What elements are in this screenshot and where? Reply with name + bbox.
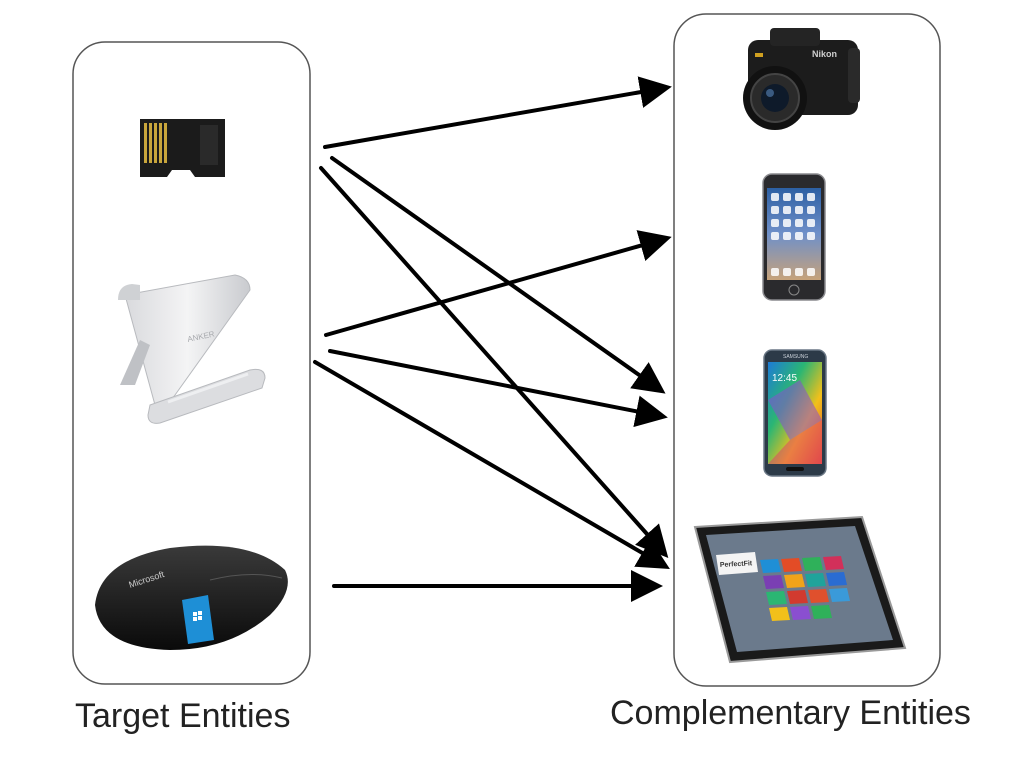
galaxy-time-label: 12:45 xyxy=(772,373,797,384)
tablet-tiles xyxy=(760,556,850,621)
iphone-image xyxy=(762,173,826,301)
camera-image: Nikon xyxy=(743,28,860,130)
surface-tablet-image: PerfectFit xyxy=(693,515,907,664)
mouse-image: Microsoft xyxy=(95,545,288,650)
target-entities-box xyxy=(72,41,311,685)
complementary-entities-box xyxy=(673,13,941,687)
edge-tablet-stand-to-surface-tablet xyxy=(313,360,670,570)
edge-tablet-stand-to-galaxy-phone xyxy=(328,349,668,428)
tablet-stand-image: ANKER xyxy=(118,274,266,424)
edges xyxy=(313,76,672,602)
edge-memory-card-to-galaxy-phone xyxy=(330,156,666,394)
galaxy-brand-label: SAMSUNG xyxy=(783,354,808,360)
target-entities-label: Target Entities xyxy=(75,697,291,735)
camera-brand-label: Nikon xyxy=(812,49,837,59)
edge-memory-card-to-surface-tablet xyxy=(319,166,669,558)
memory-card-image xyxy=(140,119,225,177)
complementary-entities-label: Complementary Entities xyxy=(610,694,971,732)
galaxy-phone-image: 12:45 SAMSUNG xyxy=(763,349,827,477)
edge-tablet-stand-to-iphone xyxy=(324,230,672,337)
tablet-app-label: PerfectFit xyxy=(720,560,753,569)
edge-memory-card-to-camera xyxy=(323,76,672,149)
